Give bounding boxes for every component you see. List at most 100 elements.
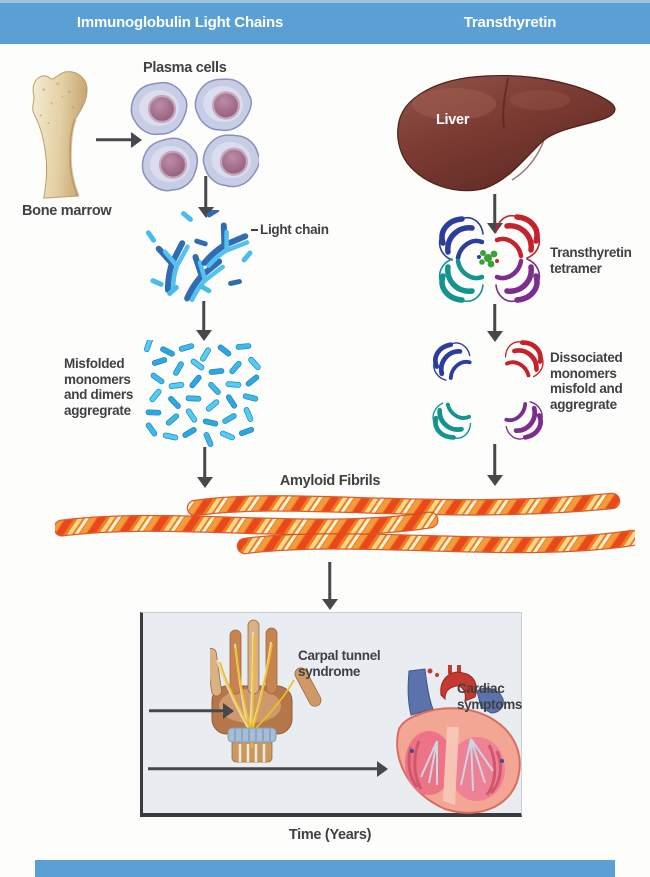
title-transthyretin: Transthyretin	[463, 14, 557, 31]
arrow-head	[486, 223, 503, 234]
arrow-head	[195, 330, 212, 341]
bone-marrow-label: Bone marrow	[22, 203, 112, 219]
monomer-bar	[248, 356, 261, 371]
monomer-purple	[504, 401, 544, 440]
monomer-bar	[242, 393, 259, 402]
monomer-bar	[225, 394, 238, 409]
forearm	[231, 739, 273, 763]
monomer-bar	[173, 361, 184, 376]
misfolded-aggregate-label: Misfolded monomers and dimers aggregrate	[64, 356, 134, 418]
plasma-cell	[191, 77, 256, 136]
monomer-bar	[178, 343, 195, 352]
header-bar: Immunoglobulin Light Chains Transthyreti…	[0, 0, 650, 44]
monomer-bar	[238, 426, 255, 437]
ribbon-subunit-teal	[440, 259, 483, 301]
arrow-head	[486, 331, 503, 342]
arrow-head	[377, 760, 388, 777]
arrow-stem	[148, 766, 377, 771]
aorta	[440, 665, 477, 702]
amyloid-fibrils-label: Amyloid Fibrils	[279, 473, 381, 489]
arrow-liver-to-tetramer	[486, 194, 503, 234]
heart-illustration	[396, 665, 521, 814]
fibril	[55, 512, 438, 536]
bone-speckles	[39, 82, 75, 125]
monomer-bar	[203, 432, 214, 447]
arrow-stem	[203, 176, 208, 207]
liver-lobe-edge	[511, 139, 545, 181]
monomer-bar	[217, 344, 232, 357]
arrow-head	[223, 702, 234, 719]
light-chain-illustration	[144, 210, 254, 302]
pulmonary-artery	[476, 687, 504, 714]
monomer-bar	[222, 413, 237, 424]
fingers	[210, 619, 322, 707]
tetramer-illustration	[432, 212, 547, 307]
monomer-bar	[150, 372, 165, 385]
monomer-bar	[185, 395, 202, 402]
left-chamber	[449, 737, 505, 801]
arrow-head	[197, 207, 214, 218]
monomer-bar	[208, 381, 221, 396]
monomer-teal	[432, 401, 471, 439]
ribbon-subunit-blue	[440, 218, 483, 260]
plasma-cells-illustration	[130, 77, 259, 195]
liver-label: Liver	[436, 112, 470, 128]
liver-ligament-line	[502, 77, 509, 129]
arrow-aggregate-to-fibrils	[196, 447, 213, 488]
liver-highlight	[510, 90, 570, 110]
time-axis-label: Time (Years)	[288, 827, 372, 843]
superior-vena-cava	[407, 668, 439, 716]
monomer-bar	[160, 346, 175, 357]
arrow-bone-to-plasma-cells	[96, 131, 142, 148]
monomer-bar	[182, 427, 197, 438]
plasma-cells-label: Plasma cells	[143, 60, 227, 76]
arrow-stem	[492, 444, 497, 475]
cardiac-symptoms-label: Cardiac symptoms	[457, 681, 523, 712]
fibril	[188, 494, 619, 515]
plasma-cell	[138, 134, 202, 195]
monomer-bar	[145, 409, 162, 416]
arrow-stem	[492, 194, 497, 223]
monomer-bar	[143, 340, 154, 353]
liver-illustration	[397, 74, 616, 192]
monomer-bar	[168, 396, 181, 409]
arrow-stem	[96, 137, 131, 142]
arrow-stem	[202, 447, 207, 477]
monomer-bar	[190, 358, 205, 371]
arrow-head	[131, 131, 142, 148]
monomer-red	[504, 340, 544, 379]
footer-bar	[35, 860, 615, 877]
dissociated-monomers-label: Dissociated monomers misfold and aggregr…	[550, 350, 623, 412]
arrow-head	[321, 599, 338, 610]
monomer-bar	[151, 357, 168, 366]
misfolded-aggregate-illustration	[143, 340, 261, 447]
dissociated-monomers-illustration	[432, 340, 544, 440]
monomer-blue	[432, 342, 472, 382]
arrow-head	[196, 477, 213, 488]
vessel-dot	[500, 759, 504, 763]
arrow-timeline-cardiac	[148, 760, 388, 777]
monomer-bar	[185, 408, 198, 423]
ribbon-subunit-purple	[496, 259, 539, 301]
arrow-light-chain-to-aggregate	[195, 301, 212, 341]
monomer-bar	[165, 413, 180, 426]
monomer-bar	[220, 430, 235, 441]
hand-illustration	[210, 619, 322, 763]
arrow-stem	[492, 304, 497, 331]
monomer-bar	[200, 347, 211, 362]
monomer-bar	[225, 381, 242, 388]
title-immunoglobulin-light-chains: Immunoglobulin Light Chains	[76, 14, 284, 31]
arrow-plasma-to-light-chain	[197, 176, 214, 218]
bone-shading	[68, 118, 80, 197]
monomer-bar	[189, 374, 202, 389]
bone-shape	[32, 71, 88, 199]
arrow-fibrils-to-timeline	[321, 562, 338, 610]
arrow-timeline-carpal	[149, 702, 234, 719]
monomer-bar	[235, 343, 252, 350]
monomer-bars	[143, 340, 261, 447]
fibril	[238, 531, 635, 553]
monomer-bar	[205, 399, 220, 412]
ribbon-subunit-red	[496, 216, 539, 258]
tetramer-label: Transthyretin tetramer	[550, 245, 632, 276]
